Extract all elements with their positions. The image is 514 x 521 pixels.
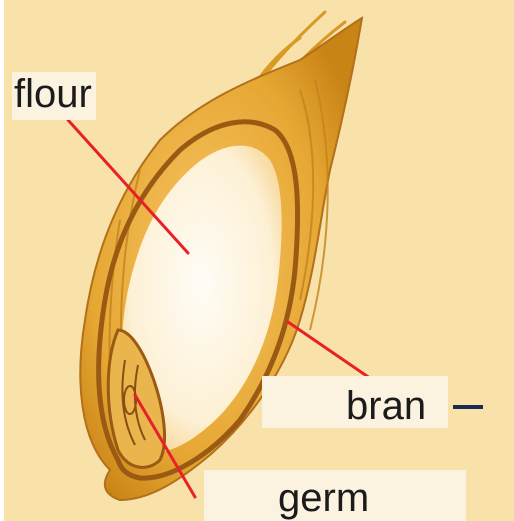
dash-mark	[453, 405, 483, 409]
germ-label: germ	[278, 478, 369, 518]
bran-label: bran	[346, 386, 426, 426]
flour-label: flour	[12, 72, 96, 120]
